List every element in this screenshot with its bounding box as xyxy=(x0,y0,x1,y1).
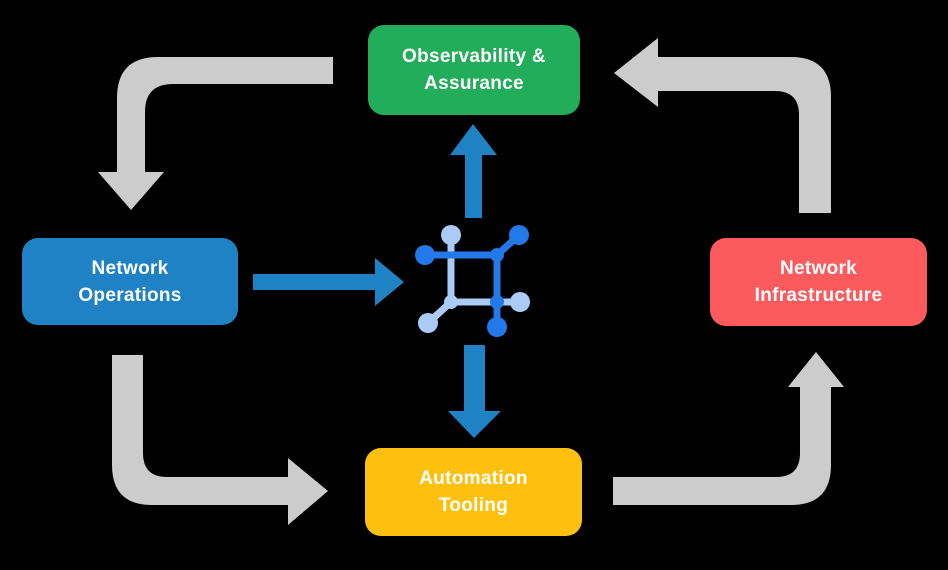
flow-arrow-down xyxy=(448,345,501,438)
node-infrastructure-label-line1: Network xyxy=(779,258,858,279)
network-mesh-icon-graphic xyxy=(415,225,530,337)
node-operations-label-line2: Operations xyxy=(78,284,182,306)
flow-arrow-up xyxy=(450,124,497,218)
cycle-arrow-top-left xyxy=(98,57,333,210)
node-infrastructure-label-line2: Infrastructure xyxy=(754,285,883,306)
node-infrastructure: Network Infrastructure xyxy=(710,238,927,326)
node-operations: Network Operations xyxy=(22,238,238,325)
cycle-arrow-bottom-left xyxy=(112,355,328,525)
network-mesh-icon xyxy=(415,222,535,342)
cycle-arrow-bottom-right xyxy=(613,352,844,505)
node-observability-label-line1: Observability & xyxy=(402,46,546,67)
node-automation-label-line1: Automation xyxy=(419,468,528,489)
node-observability-label-line2: Assurance xyxy=(424,73,524,94)
node-automation-label-line2: Tooling xyxy=(438,495,509,516)
flow-arrow-right xyxy=(253,258,404,306)
node-observability: Observability & Assurance xyxy=(368,25,580,115)
cycle-arrow-top-right xyxy=(614,38,831,213)
node-automation: Automation Tooling xyxy=(365,448,582,536)
node-operations-label-line1: Network xyxy=(91,257,169,279)
